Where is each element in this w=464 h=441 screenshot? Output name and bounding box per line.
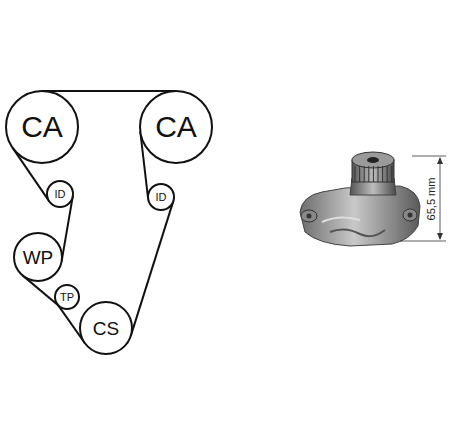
dimension-label: 65,5 mm	[425, 177, 437, 222]
pulley-circle: WP	[13, 232, 63, 282]
pulley-circle: CS	[79, 301, 133, 355]
pulley-label: CA	[155, 112, 197, 142]
pulley-label: WP	[23, 248, 54, 267]
pulley-circle: CA	[5, 90, 79, 164]
pulley-label: TP	[60, 292, 74, 303]
pulley-circle: ID	[46, 180, 74, 208]
pulley-label: ID	[156, 192, 167, 203]
belt-segment	[42, 90, 176, 92]
pulley-label: ID	[55, 189, 66, 200]
pulley-circle: ID	[147, 183, 175, 211]
pulley-label: CA	[21, 112, 63, 142]
pulley-circle: CA	[139, 90, 213, 164]
belt-segment	[131, 201, 174, 336]
pulley-circle: TP	[54, 284, 80, 310]
pulley-label: CS	[93, 319, 119, 338]
